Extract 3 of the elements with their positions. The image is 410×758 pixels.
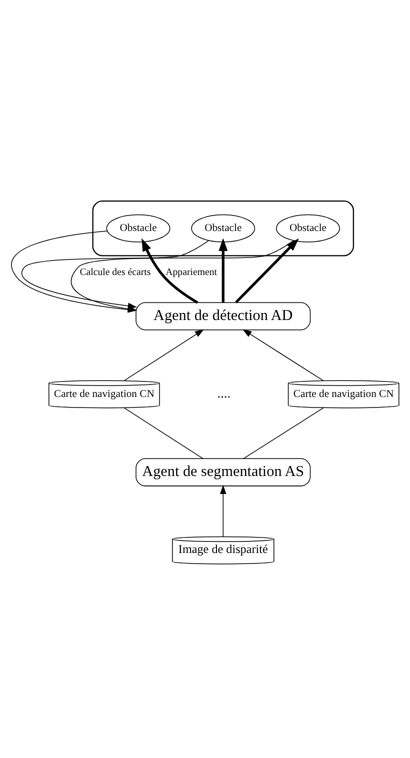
label: .... [217,385,231,400]
edge-label: Appariement [166,266,217,278]
edge-label: Calcule des écarts [80,266,151,278]
